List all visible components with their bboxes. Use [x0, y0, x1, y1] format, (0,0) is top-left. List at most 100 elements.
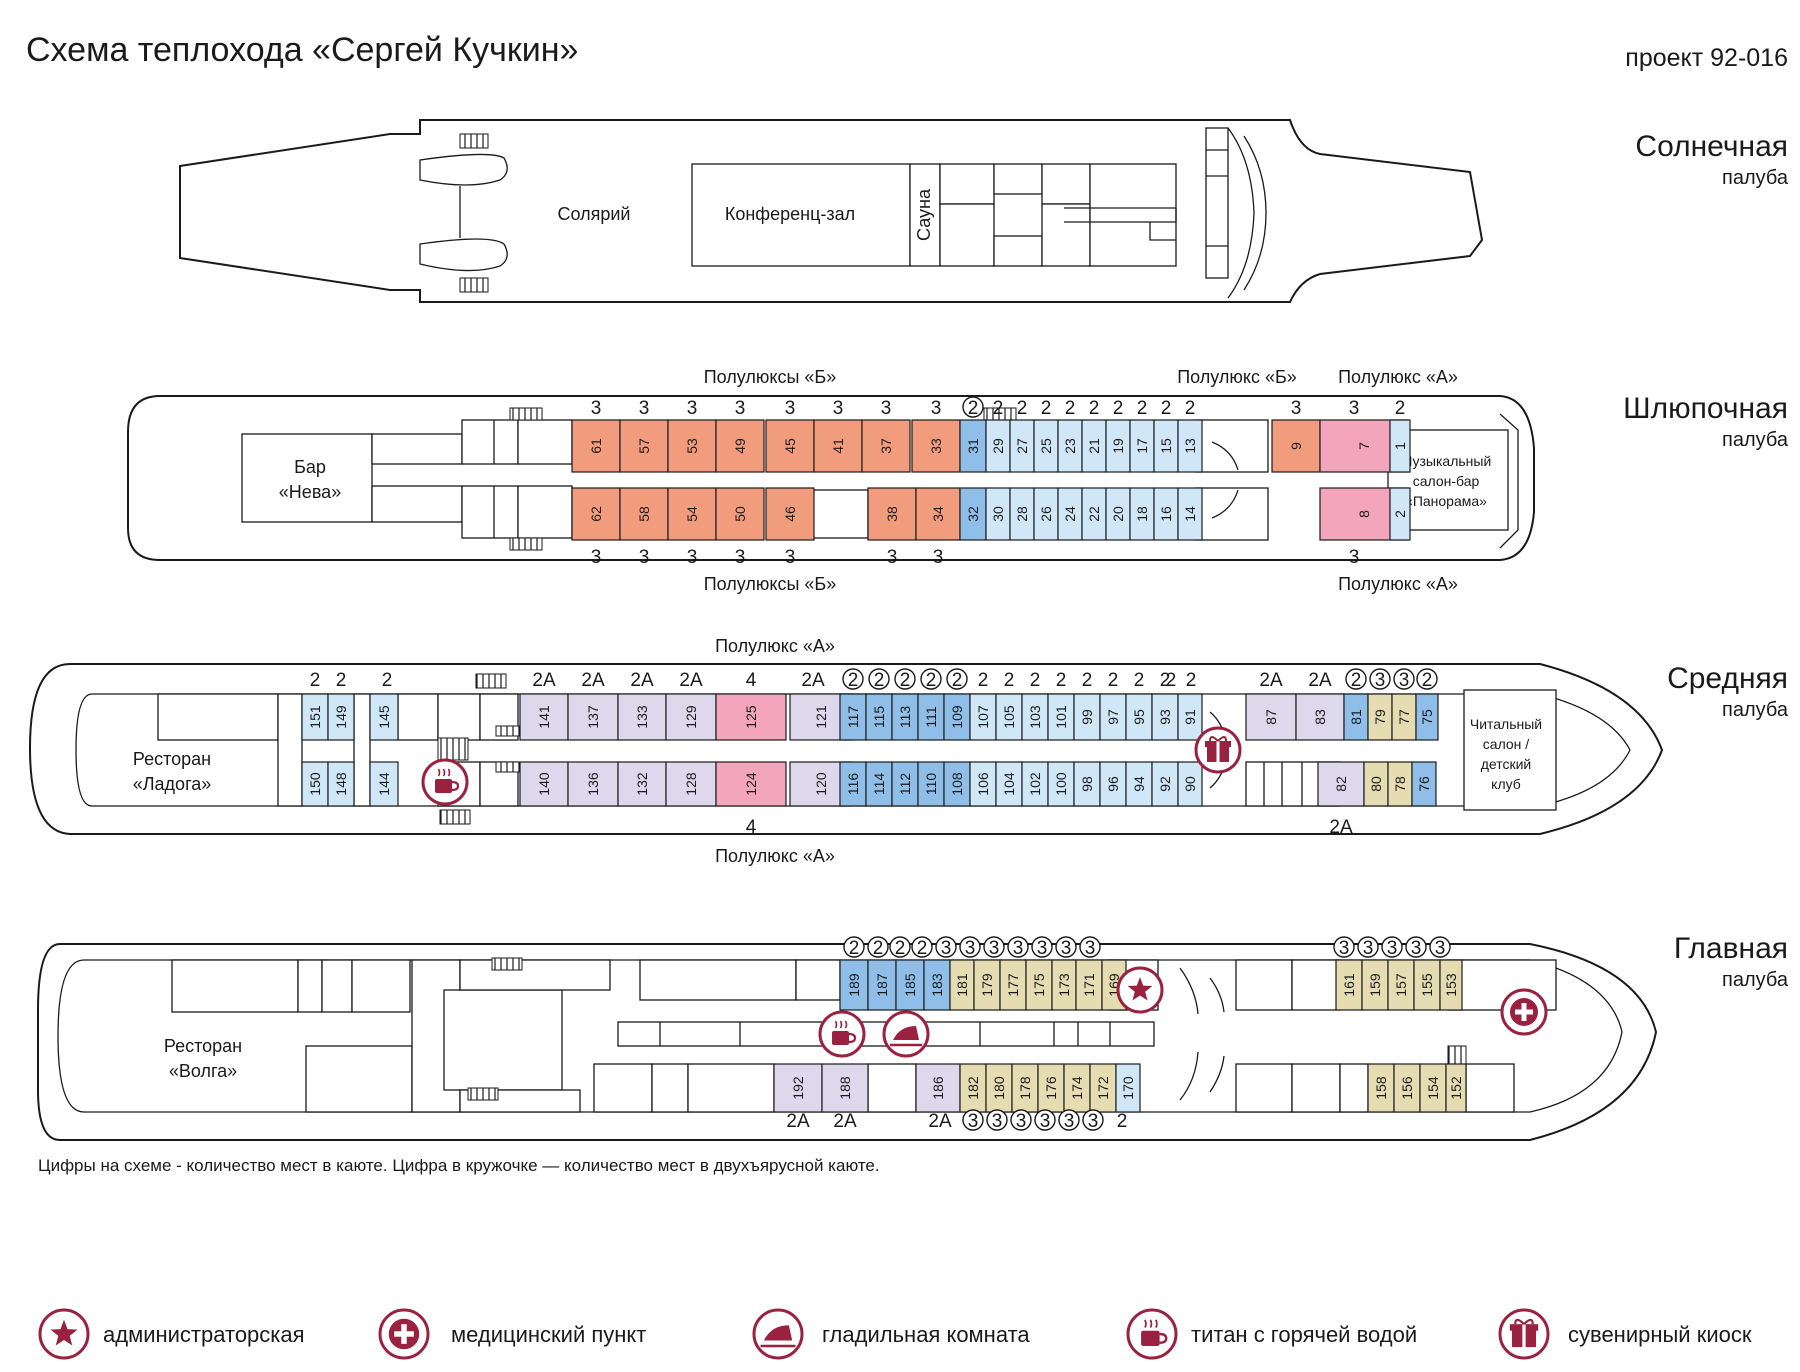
cabin-96[interactable]: 96 — [1099, 761, 1127, 807]
cabin-180[interactable]: 180 — [985, 1063, 1013, 1113]
cabin-188[interactable]: 188 — [821, 1063, 869, 1113]
cabin-107[interactable]: 107 — [969, 693, 997, 741]
cabin-34[interactable]: 34 — [915, 487, 961, 541]
cabin-133[interactable]: 133 — [617, 693, 667, 741]
cabin-13[interactable]: 13 — [1177, 419, 1203, 473]
cabin-80[interactable]: 80 — [1363, 761, 1389, 807]
cabin-54[interactable]: 54 — [667, 487, 717, 541]
cabin-113[interactable]: 113 — [891, 693, 919, 741]
cabin-92[interactable]: 92 — [1151, 761, 1179, 807]
cabin-33[interactable]: 33 — [911, 419, 961, 473]
cabin-94[interactable]: 94 — [1125, 761, 1153, 807]
cabin-97[interactable]: 97 — [1099, 693, 1127, 741]
cabin-100[interactable]: 100 — [1047, 761, 1075, 807]
cabin-102[interactable]: 102 — [1021, 761, 1049, 807]
cabin-152[interactable]: 152 — [1445, 1063, 1467, 1113]
cabin-105[interactable]: 105 — [995, 693, 1023, 741]
cabin-50[interactable]: 50 — [715, 487, 765, 541]
cabin-182[interactable]: 182 — [959, 1063, 987, 1113]
cabin-18[interactable]: 18 — [1129, 487, 1155, 541]
cabin-170[interactable]: 170 — [1115, 1063, 1141, 1113]
cabin-149[interactable]: 149 — [327, 693, 355, 741]
cabin-156[interactable]: 156 — [1393, 1063, 1421, 1113]
cabin-155[interactable]: 155 — [1413, 959, 1441, 1011]
cabin-78[interactable]: 78 — [1387, 761, 1413, 807]
cabin-177[interactable]: 177 — [999, 959, 1027, 1011]
cabin-185[interactable]: 185 — [895, 959, 925, 1011]
cabin-58[interactable]: 58 — [619, 487, 669, 541]
cabin-2[interactable]: 2 — [1389, 487, 1411, 541]
cabin-144[interactable]: 144 — [369, 761, 399, 807]
cabin-31[interactable]: 31 — [959, 419, 987, 473]
cabin-186[interactable]: 186 — [915, 1063, 961, 1113]
cabin-22[interactable]: 22 — [1081, 487, 1107, 541]
cabin-136[interactable]: 136 — [567, 761, 619, 807]
cabin-115[interactable]: 115 — [865, 693, 893, 741]
cabin-23[interactable]: 23 — [1057, 419, 1083, 473]
cabin-103[interactable]: 103 — [1021, 693, 1049, 741]
cabin-83[interactable]: 83 — [1295, 693, 1345, 741]
cabin-111[interactable]: 111 — [917, 693, 945, 741]
cabin-90[interactable]: 90 — [1177, 761, 1203, 807]
cabin-25[interactable]: 25 — [1033, 419, 1059, 473]
cabin-161[interactable]: 161 — [1335, 959, 1363, 1011]
cabin-41[interactable]: 41 — [813, 419, 863, 473]
cabin-101[interactable]: 101 — [1047, 693, 1075, 741]
cabin-112[interactable]: 112 — [891, 761, 919, 807]
cabin-99[interactable]: 99 — [1073, 693, 1101, 741]
cabin-49[interactable]: 49 — [715, 419, 765, 473]
cabin-150[interactable]: 150 — [301, 761, 329, 807]
cabin-1[interactable]: 1 — [1389, 419, 1411, 473]
cabin-174[interactable]: 174 — [1063, 1063, 1091, 1113]
cabin-110[interactable]: 110 — [917, 761, 945, 807]
cabin-187[interactable]: 187 — [867, 959, 897, 1011]
cabin-145[interactable]: 145 — [369, 693, 399, 741]
cabin-129[interactable]: 129 — [665, 693, 717, 741]
cabin-91[interactable]: 91 — [1177, 693, 1203, 741]
cabin-137[interactable]: 137 — [567, 693, 619, 741]
cabin-53[interactable]: 53 — [667, 419, 717, 473]
cabin-151[interactable]: 151 — [301, 693, 329, 741]
cabin-45[interactable]: 45 — [765, 419, 815, 473]
cabin-158[interactable]: 158 — [1367, 1063, 1395, 1113]
cabin-75[interactable]: 75 — [1415, 693, 1439, 741]
cabin-28[interactable]: 28 — [1009, 487, 1035, 541]
cabin-93[interactable]: 93 — [1151, 693, 1179, 741]
cabin-79[interactable]: 79 — [1367, 693, 1393, 741]
cabin-87[interactable]: 87 — [1245, 693, 1297, 741]
cabin-15[interactable]: 15 — [1153, 419, 1179, 473]
cabin-104[interactable]: 104 — [995, 761, 1023, 807]
cabin-116[interactable]: 116 — [839, 761, 867, 807]
cabin-24[interactable]: 24 — [1057, 487, 1083, 541]
cabin-95[interactable]: 95 — [1125, 693, 1153, 741]
cabin-76[interactable]: 76 — [1411, 761, 1437, 807]
cabin-109[interactable]: 109 — [943, 693, 971, 741]
cabin-125[interactable]: 125 — [715, 693, 787, 741]
cabin-108[interactable]: 108 — [943, 761, 971, 807]
cabin-178[interactable]: 178 — [1011, 1063, 1039, 1113]
cabin-141[interactable]: 141 — [519, 693, 569, 741]
cabin-27[interactable]: 27 — [1009, 419, 1035, 473]
cabin-176[interactable]: 176 — [1037, 1063, 1065, 1113]
cabin-128[interactable]: 128 — [665, 761, 717, 807]
cabin-77[interactable]: 77 — [1391, 693, 1417, 741]
cabin-189[interactable]: 189 — [839, 959, 869, 1011]
cabin-140[interactable]: 140 — [519, 761, 569, 807]
cabin-192[interactable]: 192 — [773, 1063, 823, 1113]
cabin-175[interactable]: 175 — [1025, 959, 1053, 1011]
cabin-21[interactable]: 21 — [1081, 419, 1107, 473]
cabin-124[interactable]: 124 — [715, 761, 787, 807]
cabin-62[interactable]: 62 — [571, 487, 621, 541]
cabin-117[interactable]: 117 — [839, 693, 867, 741]
cabin-37[interactable]: 37 — [861, 419, 911, 473]
cabin-183[interactable]: 183 — [923, 959, 951, 1011]
cabin-173[interactable]: 173 — [1051, 959, 1077, 1011]
cabin-153[interactable]: 153 — [1439, 959, 1463, 1011]
cabin-181[interactable]: 181 — [949, 959, 975, 1011]
cabin-82[interactable]: 82 — [1317, 761, 1365, 807]
cabin-159[interactable]: 159 — [1361, 959, 1389, 1011]
cabin-14[interactable]: 14 — [1177, 487, 1203, 541]
cabin-106[interactable]: 106 — [969, 761, 997, 807]
cabin-32[interactable]: 32 — [959, 487, 987, 541]
cabin-20[interactable]: 20 — [1105, 487, 1131, 541]
